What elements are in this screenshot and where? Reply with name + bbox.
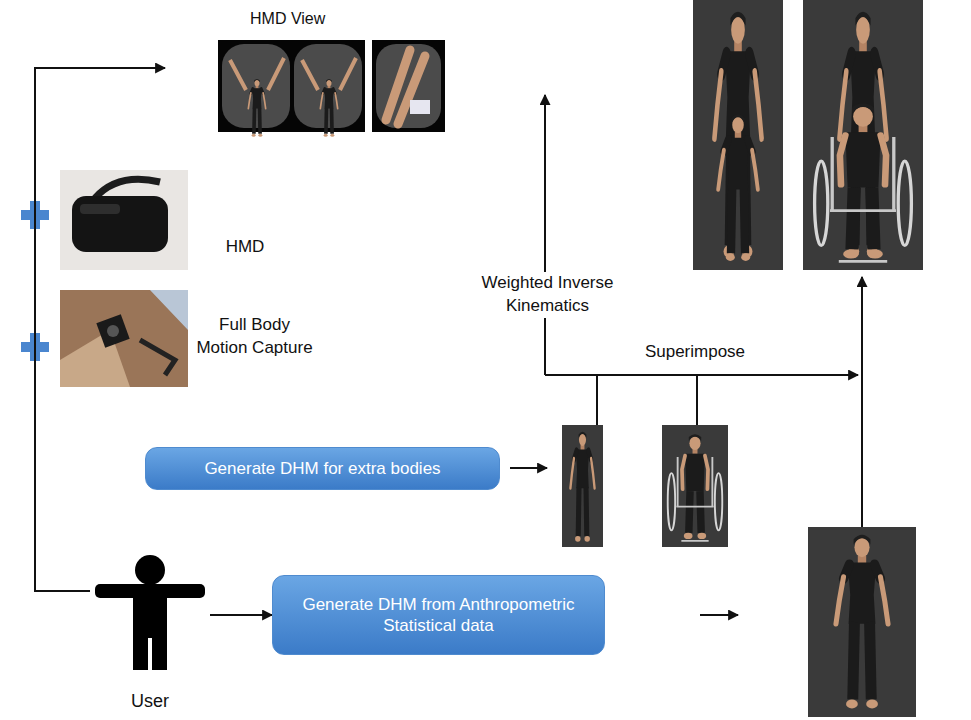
process-box: Generate DHM for extra bodies bbox=[145, 447, 500, 490]
node-text: HMD View bbox=[250, 10, 450, 28]
flow-lines bbox=[510, 95, 862, 615]
user-stick-figure bbox=[95, 555, 205, 670]
node-text: User bbox=[131, 691, 169, 712]
user-figure: User bbox=[90, 552, 210, 714]
hmd-view-panels bbox=[218, 40, 445, 137]
node-text: Generate DHM from Anthropometric Statist… bbox=[287, 594, 590, 637]
view-group: HMD View bbox=[165, 4, 450, 135]
extra-body-models bbox=[562, 425, 728, 547]
device-label: HMD bbox=[205, 236, 285, 259]
node-text: Generate DHM for extra bodies bbox=[204, 458, 440, 479]
process-label: Weighted Inverse Kinematics bbox=[455, 272, 640, 318]
process-label: Superimpose bbox=[640, 341, 750, 364]
device-label: Full Body Motion Capture bbox=[192, 314, 317, 360]
process-box: Generate DHM from Anthropometric Statist… bbox=[272, 575, 605, 655]
motion-capture-photo bbox=[60, 290, 188, 387]
flow-arrow bbox=[35, 68, 165, 591]
hmd-photo bbox=[60, 170, 188, 270]
flow-arrow bbox=[210, 614, 272, 616]
superimposed-models bbox=[693, 0, 923, 270]
user-model bbox=[808, 527, 916, 717]
